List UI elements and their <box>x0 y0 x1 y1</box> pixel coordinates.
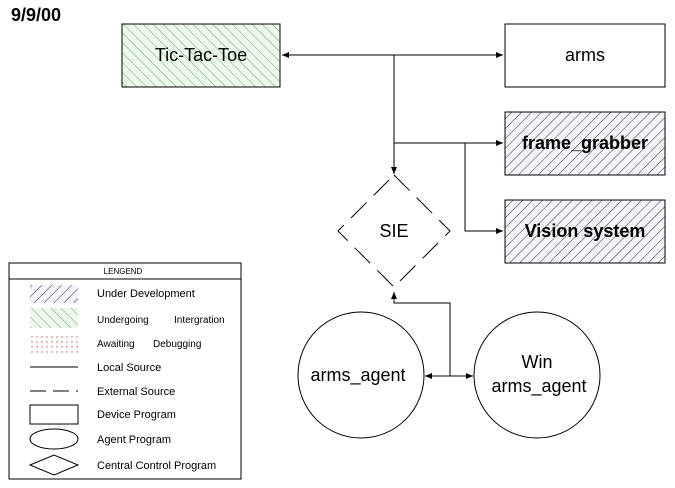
legend-item-external-source: External Source <box>30 386 175 398</box>
hatch-back-green-swatch <box>30 308 78 328</box>
node-arms-agent: arms_agent <box>297 311 425 439</box>
hatch-forward-swatch <box>30 285 78 303</box>
legend-label: Awaiting <box>97 339 135 350</box>
legend-label: Intergration <box>174 315 225 326</box>
legend-item-integration: Undergoing Intergration <box>30 308 225 328</box>
node-frame-grabber-label: frame_grabber <box>522 133 648 153</box>
node-arms-label: arms <box>565 45 605 65</box>
legend-item-agent-program: Agent Program <box>29 428 171 450</box>
node-sie-label: SIE <box>379 221 408 241</box>
legend-label: External Source <box>97 386 175 398</box>
link-agents-sie <box>391 292 451 376</box>
legend-label: Device Program <box>97 409 176 421</box>
legend-label: Central Control Program <box>97 460 216 472</box>
node-win-arms-agent-label-line2: arms_agent <box>491 376 586 397</box>
date-label: 9/9/00 <box>11 5 62 25</box>
legend-label: Under Development <box>97 288 195 300</box>
diamond-swatch <box>28 454 80 476</box>
legend-item-under-development: Under Development <box>30 285 195 303</box>
node-arms: arms <box>504 23 666 88</box>
legend-item-device-program: Device Program <box>29 404 176 425</box>
connectors <box>282 52 503 379</box>
legend-item-debugging: Awaiting Debugging <box>30 334 201 354</box>
node-tictactoe: Tic-Tac-Toe <box>121 23 281 88</box>
rectangle-swatch <box>29 404 79 425</box>
node-win-arms-agent-label-line1: Win <box>522 352 553 372</box>
ellipse-swatch <box>29 428 79 450</box>
legend-item-central-control: Central Control Program <box>28 454 216 476</box>
node-vision-system-label: Vision system <box>525 221 646 241</box>
legend-title: LENGEND <box>104 267 143 276</box>
legend-label: Debugging <box>153 339 201 350</box>
legend-label: Local Source <box>97 362 161 374</box>
node-vision-system: Vision system <box>504 199 666 264</box>
legend-label: Undergoing <box>97 315 149 326</box>
link-bus-vision <box>464 143 503 234</box>
legend-label: Agent Program <box>97 434 171 446</box>
node-tictactoe-label: Tic-Tac-Toe <box>155 45 247 65</box>
legend: LENGEND Under Development Undergoing Int… <box>8 262 242 480</box>
node-frame-grabber: frame_grabber <box>504 111 666 176</box>
legend-item-local-source: Local Source <box>30 362 161 374</box>
node-sie: SIE <box>337 174 451 288</box>
node-arms-agent-label: arms_agent <box>310 365 405 386</box>
node-win-arms-agent: Win arms_agent <box>473 311 601 439</box>
dots-red-swatch <box>30 334 78 354</box>
